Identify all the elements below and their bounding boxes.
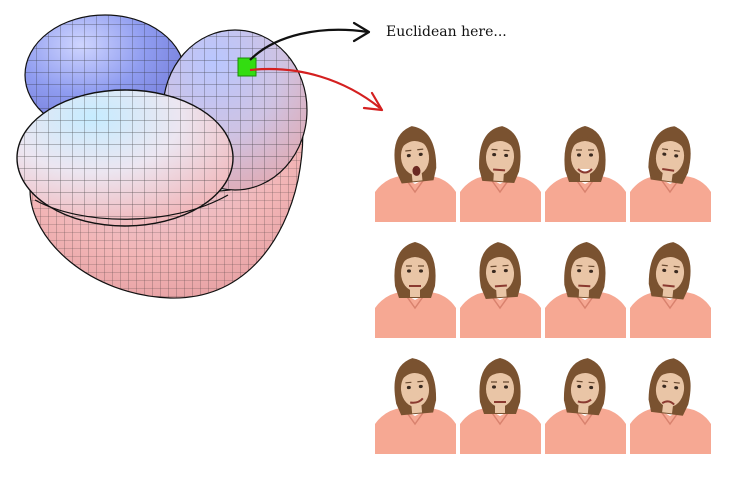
face-photo-skeptical [630, 112, 711, 222]
face-photo-looking-up [460, 344, 541, 454]
face-photo-smiling [545, 112, 626, 222]
black-arrow [249, 28, 369, 61]
face-photo-surprised [375, 112, 456, 222]
face-photo-puzzled [460, 112, 541, 222]
face-photo-thinking [545, 228, 626, 338]
face-photo-neutral [375, 228, 456, 338]
red-arrowhead-icon [362, 91, 384, 112]
face-photo-thinking [460, 228, 541, 338]
face-photo-smirk [545, 344, 626, 454]
manifold-surface [16, 14, 308, 299]
red-arrow [249, 68, 381, 109]
face-photo-smirk [375, 344, 456, 454]
euclidean-label: Euclidean here... [386, 24, 507, 40]
face-photo-pouting [630, 344, 711, 454]
black-arrowhead-icon [352, 21, 371, 43]
face-expression-grid [375, 112, 715, 464]
face-photo-doubtful [630, 228, 711, 338]
euclidean-patch [237, 57, 257, 77]
